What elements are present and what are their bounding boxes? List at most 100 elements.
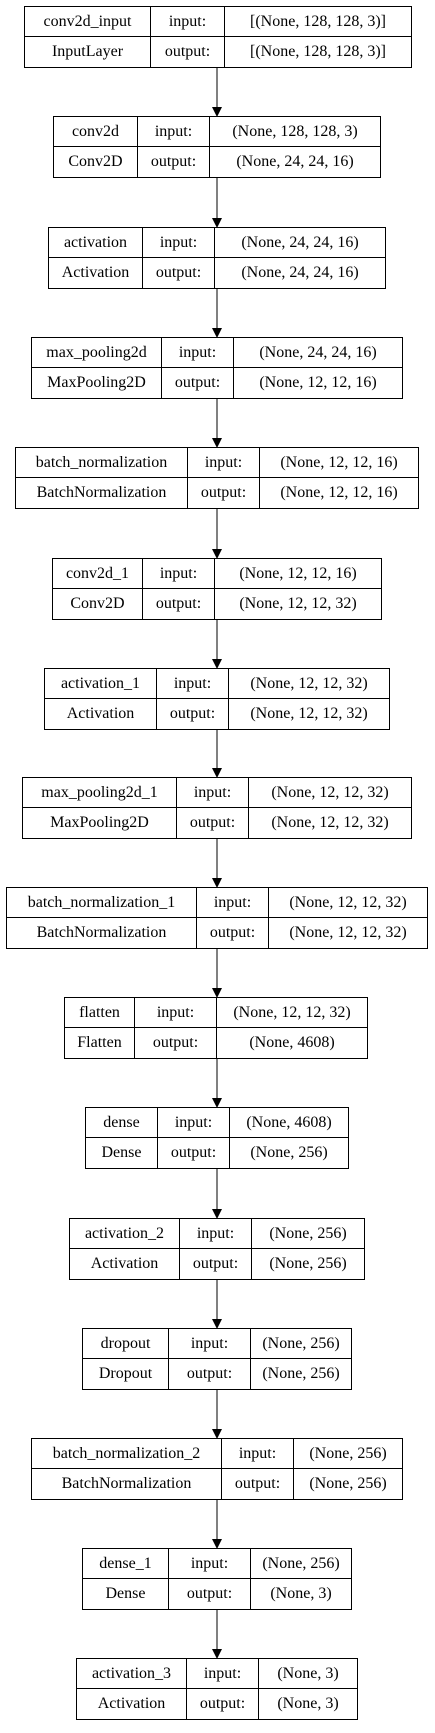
layer-name: activation_1 xyxy=(45,669,157,699)
layer-name: max_pooling2d_1 xyxy=(23,778,177,808)
input-shape: (None, 24, 24, 16) xyxy=(215,228,385,258)
input-label: input: xyxy=(162,338,234,368)
layer-name: activation_2 xyxy=(70,1219,180,1249)
layer-type: Conv2D xyxy=(53,589,143,619)
input-label: input: xyxy=(169,1329,251,1359)
layer-name: conv2d xyxy=(54,117,138,147)
layer-type: Flatten xyxy=(65,1028,135,1058)
input-label: input: xyxy=(188,448,260,478)
output-label: output: xyxy=(135,1028,217,1058)
output-shape: (None, 3) xyxy=(270,1585,332,1602)
output-shape: (None, 12, 12, 32) xyxy=(271,814,389,831)
input-label: input: xyxy=(143,559,215,589)
input-label: input: xyxy=(151,7,225,37)
output-label: output: xyxy=(188,478,260,508)
layer-type: Dense xyxy=(86,1138,158,1168)
output-label: output: xyxy=(162,368,234,398)
layer-type: MaxPooling2D xyxy=(32,368,162,398)
output-shape: (None, 256) xyxy=(269,1255,347,1272)
layer-type: Activation xyxy=(70,1249,180,1279)
layer-type: BatchNormalization xyxy=(32,1469,222,1499)
layer-type: MaxPooling2D xyxy=(23,808,177,838)
layer-name: batch_normalization xyxy=(16,448,188,478)
layer-name: dense xyxy=(86,1108,158,1138)
output-label: output: xyxy=(169,1579,251,1609)
input-label: input: xyxy=(222,1439,294,1469)
output-shape: (None, 256) xyxy=(250,1144,328,1161)
input-label: input: xyxy=(135,998,217,1028)
input-shape: (None, 12, 12, 32) xyxy=(249,778,411,808)
output-label: output: xyxy=(197,918,269,948)
layer-name: dropout xyxy=(83,1329,169,1359)
input-label: input: xyxy=(143,228,215,258)
input-shape: (None, 12, 12, 32) xyxy=(217,998,367,1028)
layer-name: flatten xyxy=(65,998,135,1028)
layer-name: conv2d_1 xyxy=(53,559,143,589)
output-shape: (None, 24, 24, 16) xyxy=(241,264,359,281)
input-label: input: xyxy=(157,669,229,699)
output-label: output: xyxy=(222,1469,294,1499)
layer-name: max_pooling2d xyxy=(32,338,162,368)
input-shape: (None, 12, 12, 16) xyxy=(215,559,381,589)
output-shape: (None, 12, 12, 16) xyxy=(280,484,398,501)
input-shape: (None, 256) xyxy=(294,1439,402,1469)
output-shape: (None, 12, 12, 32) xyxy=(250,705,368,722)
layer-type: Dropout xyxy=(83,1359,169,1389)
input-shape: (None, 128, 128, 3) xyxy=(210,117,380,147)
layer-name: activation_3 xyxy=(77,1659,187,1689)
output-label: output: xyxy=(143,258,215,288)
input-shape: (None, 3) xyxy=(259,1659,357,1689)
output-shape: [(None, 128, 128, 3)] xyxy=(250,43,386,60)
layer-type: Activation xyxy=(77,1689,187,1719)
output-label: output: xyxy=(180,1249,252,1279)
input-label: input: xyxy=(169,1549,251,1579)
output-label: output: xyxy=(143,589,215,619)
layer-name: dense_1 xyxy=(83,1549,169,1579)
layer-type: Dense xyxy=(83,1579,169,1609)
output-label: output: xyxy=(157,699,229,729)
input-shape: (None, 256) xyxy=(251,1549,351,1579)
layer-name: activation xyxy=(49,228,143,258)
input-shape: (None, 12, 12, 16) xyxy=(260,448,418,478)
layer-name: batch_normalization_2 xyxy=(32,1439,222,1469)
output-shape: (None, 256) xyxy=(262,1365,340,1382)
layer-name: conv2d_input xyxy=(25,7,151,37)
layer-name: batch_normalization_1 xyxy=(7,888,197,918)
output-label: output: xyxy=(151,37,225,67)
output-shape: (None, 12, 12, 16) xyxy=(259,374,377,391)
input-shape: (None, 256) xyxy=(251,1329,351,1359)
layer-type: Activation xyxy=(49,258,143,288)
input-label: input: xyxy=(138,117,210,147)
output-label: output: xyxy=(158,1138,230,1168)
input-label: input: xyxy=(187,1659,259,1689)
output-shape: (None, 256) xyxy=(309,1475,387,1492)
input-shape: (None, 256) xyxy=(252,1219,364,1249)
output-label: output: xyxy=(169,1359,251,1389)
input-label: input: xyxy=(158,1108,230,1138)
output-shape: (None, 3) xyxy=(277,1695,339,1712)
output-shape: (None, 24, 24, 16) xyxy=(236,153,354,170)
output-label: output: xyxy=(187,1689,259,1719)
input-label: input: xyxy=(180,1219,252,1249)
input-shape: [(None, 128, 128, 3)] xyxy=(225,7,411,37)
layer-type: BatchNormalization xyxy=(7,918,197,948)
output-label: output: xyxy=(177,808,249,838)
input-shape: (None, 24, 24, 16) xyxy=(234,338,402,368)
output-label: output: xyxy=(138,147,210,177)
layer-type: Activation xyxy=(45,699,157,729)
